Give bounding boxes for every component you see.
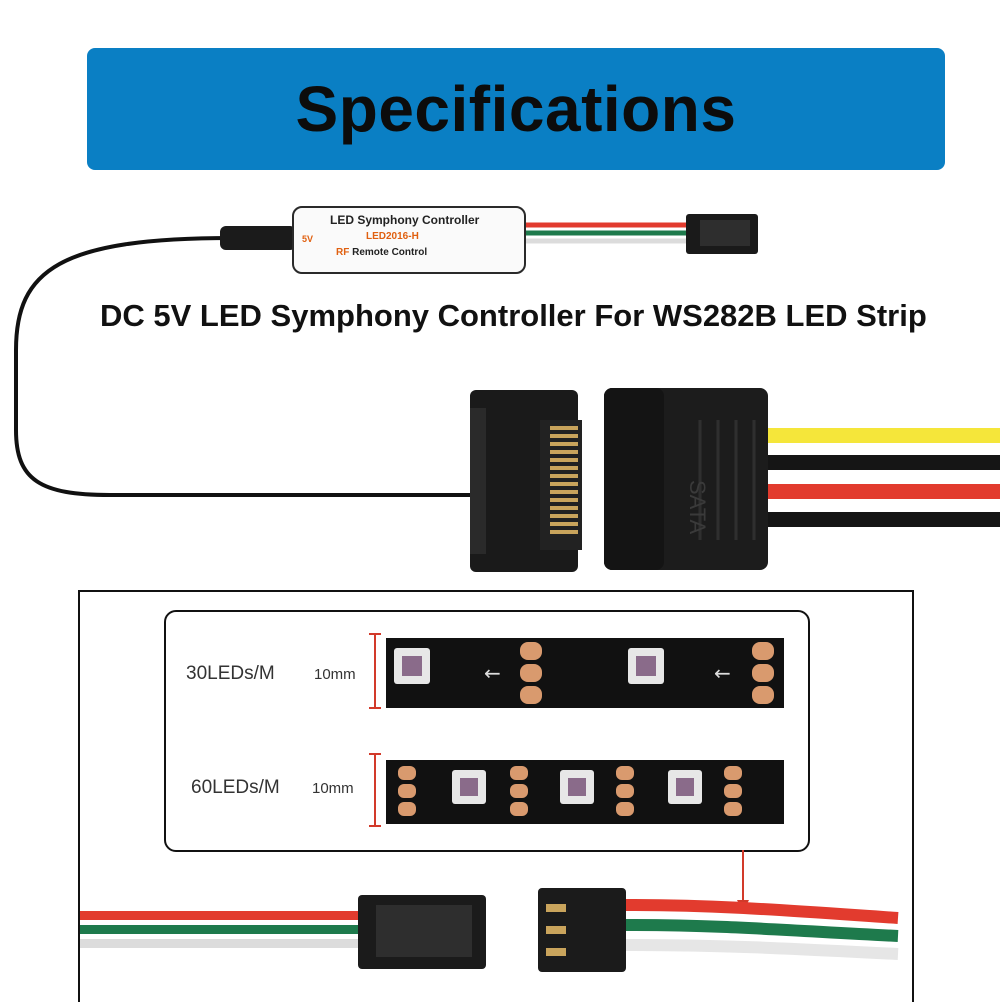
remote-label: Remote Control [352,247,428,258]
svg-text:←: ← [484,661,501,685]
strip-density-30: 30LEDs/M [186,663,275,684]
strip-width-60: 10mm [312,780,354,797]
sata-label: SATA [685,480,710,535]
voltage-label: 5V [302,234,314,244]
power-cable [14,236,470,497]
banner-title: Specifications [295,73,737,145]
cable-boot [220,226,296,250]
product-subtitle: DC 5V LED Symphony Controller For WS282B… [100,298,927,333]
svg-text:←: ← [714,661,731,685]
sata-female-connector: SATA [604,388,768,570]
strip-spec-panel [78,590,914,1002]
controller-name: LED Symphony Controller [330,213,480,227]
controller-model: LED2016-H [366,231,419,242]
cable-illustration: SATA [14,214,1000,572]
specifications-banner: Specifications [87,48,945,170]
strip-width-30: 10mm [314,666,356,683]
controller-remote: RF Remote Control [336,247,427,258]
rf-label: RF [336,247,350,258]
strip-30-leds [386,638,784,708]
strip-density-60: 60LEDs/M [191,777,280,798]
symphony-controller: 5V LED Symphony Controller LED2016-H RF … [292,206,526,274]
sata-male-connector [470,390,582,572]
